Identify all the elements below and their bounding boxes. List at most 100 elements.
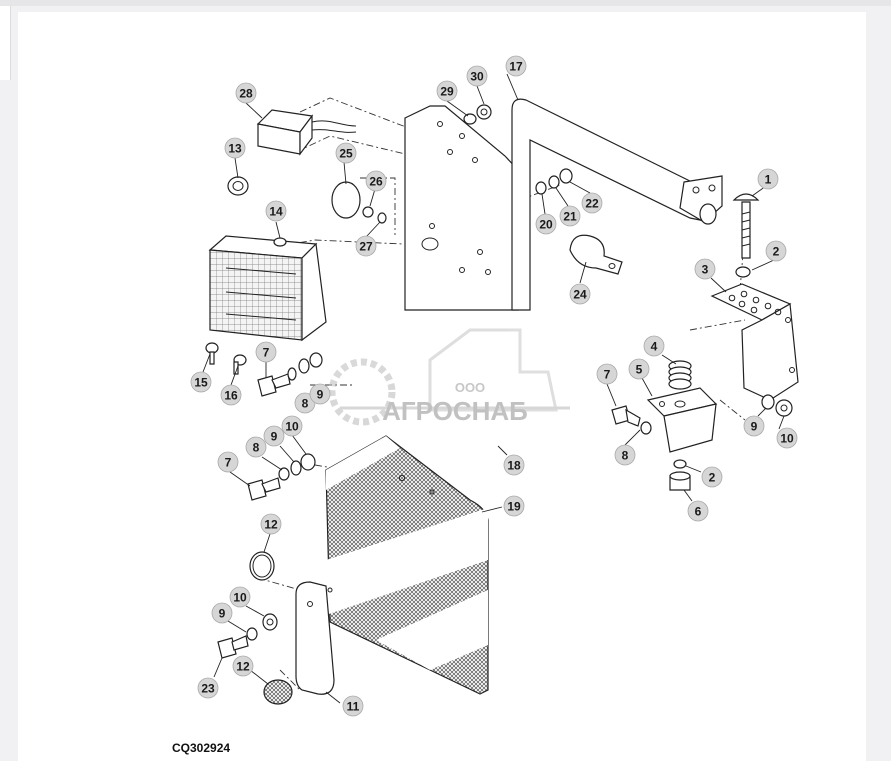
svg-text:15: 15	[194, 376, 208, 390]
svg-text:8: 8	[622, 449, 629, 463]
svg-text:12: 12	[236, 660, 250, 674]
right-bolt-part	[611, 405, 652, 435]
callout-26: 26	[365, 170, 387, 192]
svg-text:1: 1	[765, 173, 772, 187]
callout-12a: 12	[260, 513, 282, 535]
svg-text:20: 20	[539, 218, 553, 232]
callout-2b: 2	[701, 466, 723, 488]
callout-11: 11	[342, 695, 364, 717]
svg-text:28: 28	[239, 87, 253, 101]
callout-20: 20	[535, 213, 557, 235]
svg-text:25: 25	[339, 147, 353, 161]
mid-washers-part	[535, 168, 573, 195]
callout-14: 14	[265, 200, 287, 222]
bottom-fasteners-part	[217, 613, 278, 659]
top-strip	[0, 0, 891, 6]
svg-text:9: 9	[751, 420, 758, 434]
svg-text:4: 4	[651, 340, 658, 354]
callout-22: 22	[581, 192, 603, 214]
svg-text:11: 11	[347, 700, 360, 714]
svg-text:21: 21	[563, 210, 577, 224]
mounting-plate-part	[404, 105, 519, 311]
callout-8b: 8	[614, 444, 636, 466]
svg-text:7: 7	[225, 456, 232, 470]
svg-text:2: 2	[709, 471, 716, 485]
callout-16: 16	[220, 384, 242, 406]
callout-29: 29	[436, 80, 458, 102]
watermark-line1: ООО	[455, 380, 485, 395]
svg-text:27: 27	[359, 240, 373, 254]
callout-27: 27	[355, 235, 377, 257]
callout-9b: 9	[743, 415, 765, 437]
svg-text:10: 10	[285, 420, 299, 434]
callout-19: 19	[503, 495, 525, 517]
callout-12b: 12	[232, 655, 254, 677]
callout-9a: 9	[309, 383, 331, 405]
callout-10b: 10	[776, 427, 798, 449]
svg-text:19: 19	[507, 500, 521, 514]
svg-text:17: 17	[509, 60, 523, 74]
carriage-bolt-part	[732, 193, 760, 278]
svg-text:26: 26	[369, 175, 383, 189]
callout-17: 17	[505, 55, 527, 77]
callout-24: 24	[569, 283, 591, 305]
spring-part	[668, 360, 692, 390]
svg-text:29: 29	[440, 85, 454, 99]
svg-text:7: 7	[604, 368, 611, 382]
callout-4: 4	[643, 335, 665, 357]
callout-6: 6	[687, 500, 709, 522]
svg-text:30: 30	[470, 70, 484, 84]
callout-25: 25	[335, 142, 357, 164]
callout-15: 15	[190, 371, 212, 393]
tube-bracket-part	[511, 98, 723, 311]
callout-8c: 8	[245, 436, 267, 458]
upper-bolt-row-part	[257, 352, 323, 397]
callout-5: 5	[628, 358, 650, 380]
angle-bracket-part	[710, 283, 799, 401]
small-bracket-part	[646, 387, 718, 453]
svg-text:9: 9	[317, 388, 324, 402]
svg-text:22: 22	[585, 197, 599, 211]
callout-9d: 9	[211, 602, 233, 624]
watermark-line2: АГРОСНАБ	[382, 396, 528, 426]
callout-2: 2	[765, 240, 787, 262]
svg-text:3: 3	[702, 263, 709, 277]
cable-clamp-part	[569, 234, 623, 275]
svg-text:8: 8	[302, 397, 309, 411]
right-nut-part	[761, 394, 793, 417]
callout-9c: 9	[263, 425, 285, 447]
svg-text:7: 7	[263, 346, 270, 360]
svg-text:8: 8	[253, 441, 260, 455]
callout-18: 18	[503, 454, 525, 476]
callout-7a: 7	[255, 341, 277, 363]
svg-text:12: 12	[264, 518, 278, 532]
grommet-part	[227, 176, 249, 196]
svg-text:16: 16	[224, 389, 238, 403]
svg-text:13: 13	[228, 142, 242, 156]
warning-panel-part	[325, 435, 489, 695]
small-screws-part	[205, 342, 247, 375]
svg-text:10: 10	[233, 591, 247, 605]
watermark-logo: ООО АГРОСНАБ	[328, 328, 570, 426]
lower-bolt-row-part	[247, 453, 316, 501]
svg-text:5: 5	[636, 363, 643, 377]
callout-7b: 7	[596, 363, 618, 385]
callout-23: 23	[197, 677, 219, 699]
svg-text:10: 10	[780, 432, 794, 446]
svg-text:9: 9	[271, 430, 278, 444]
tail-light-part	[208, 235, 327, 342]
svg-text:23: 23	[201, 682, 215, 696]
ring-part	[249, 551, 275, 581]
support-arm-part	[295, 581, 335, 695]
callout-1: 1	[757, 168, 779, 190]
svg-text:6: 6	[695, 505, 702, 519]
svg-text:9: 9	[219, 607, 226, 621]
callout-30: 30	[466, 65, 488, 87]
callout-28: 28	[235, 82, 257, 104]
callout-13: 13	[224, 137, 246, 159]
lower-nut-part	[669, 459, 691, 491]
svg-text:24: 24	[573, 288, 587, 302]
callout-21: 21	[559, 205, 581, 227]
callout-3: 3	[694, 258, 716, 280]
